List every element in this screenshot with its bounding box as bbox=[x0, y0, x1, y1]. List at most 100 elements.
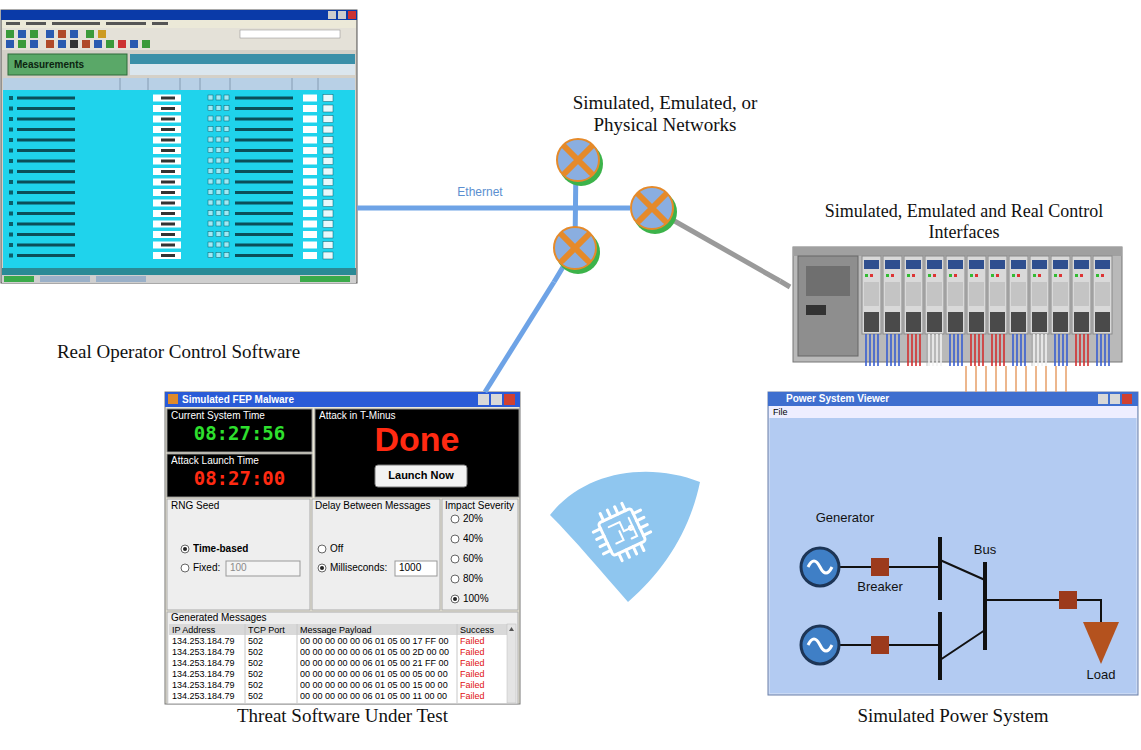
operator-screenshot bbox=[240, 30, 340, 38]
malware-window bbox=[181, 545, 189, 553]
launch-button: Launch Now bbox=[375, 465, 467, 487]
network-links bbox=[671, 219, 780, 281]
operator-screenshot bbox=[2, 28, 356, 50]
operator-screenshot bbox=[30, 30, 38, 38]
table-cell: Failed bbox=[460, 636, 505, 646]
operator-screenshot bbox=[9, 221, 333, 228]
radio-label: Time-based bbox=[193, 543, 303, 555]
operator-screenshot bbox=[120, 78, 318, 90]
table-header: IP Address bbox=[172, 625, 244, 635]
table-cell: 134.253.184.79 bbox=[172, 658, 244, 668]
malware-window bbox=[451, 515, 459, 523]
operator-screenshot bbox=[9, 116, 333, 123]
power-window bbox=[768, 392, 1138, 695]
table-cell: 134.253.184.79 bbox=[172, 636, 244, 646]
malware-window bbox=[451, 575, 459, 583]
clock-value: 08:27:56 bbox=[167, 423, 312, 445]
table-cell: 134.253.184.79 bbox=[172, 647, 244, 657]
panel-title: Attack Launch Time bbox=[171, 455, 309, 467]
power-window bbox=[1098, 394, 1108, 404]
text-field: 1000 bbox=[395, 561, 437, 576]
table-header: Message Payload bbox=[300, 625, 455, 635]
clock-value: 08:27:00 bbox=[167, 468, 312, 490]
caption: Threat Software Under Test bbox=[165, 705, 520, 727]
diagram-label: Generator bbox=[800, 511, 890, 526]
operator-screenshot bbox=[2, 268, 356, 275]
table-cell: 00 00 00 00 00 06 01 05 00 11 00 00 bbox=[300, 691, 455, 701]
plc-rack bbox=[1030, 256, 1049, 366]
operator-screenshot bbox=[106, 40, 114, 48]
malware-window bbox=[507, 624, 516, 703]
status-value: Done bbox=[315, 420, 519, 459]
group-title: Impact Severity bbox=[445, 500, 517, 512]
chip-icon bbox=[550, 472, 700, 602]
malware-window bbox=[165, 392, 520, 704]
power-window bbox=[940, 560, 985, 660]
power-window bbox=[1083, 622, 1119, 664]
radio-label: Off bbox=[330, 543, 390, 555]
malware-window bbox=[375, 465, 467, 487]
chip-icon bbox=[598, 508, 646, 556]
operator-screenshot bbox=[40, 276, 90, 282]
radio-label: 40% bbox=[463, 533, 515, 545]
operator-screenshot bbox=[6, 30, 14, 38]
operator-screenshot bbox=[130, 64, 355, 75]
operator-screenshot bbox=[106, 22, 146, 25]
malware-window bbox=[169, 624, 507, 635]
operator-screenshot bbox=[2, 275, 356, 283]
group-title: Generated Messages bbox=[171, 612, 371, 624]
group-title: RNG Seed bbox=[171, 500, 306, 512]
operator-screenshot bbox=[152, 22, 168, 25]
chip-icon bbox=[550, 472, 700, 602]
edge-label: Ethernet bbox=[440, 186, 520, 200]
malware-window bbox=[320, 566, 324, 570]
text-field: 100 bbox=[226, 561, 300, 576]
malware-window bbox=[491, 394, 502, 405]
plc-rack bbox=[793, 247, 1122, 366]
power-window bbox=[769, 406, 1137, 418]
field-value: 1000 bbox=[399, 562, 435, 574]
panel-title: Attack in T-Minus bbox=[319, 410, 509, 422]
radio-label: Milliseconds: bbox=[330, 562, 394, 574]
plc-rack bbox=[1093, 256, 1112, 366]
chip-icon bbox=[628, 525, 633, 530]
operator-screenshot bbox=[9, 168, 333, 175]
malware-window bbox=[169, 635, 507, 703]
field-value: 100 bbox=[230, 562, 296, 574]
operator-screenshot bbox=[46, 30, 54, 38]
router-icon bbox=[554, 139, 677, 274]
router-icon bbox=[557, 139, 603, 186]
operator-screenshot bbox=[98, 30, 106, 38]
plc-rack bbox=[798, 256, 858, 356]
plc-rack bbox=[1051, 256, 1070, 366]
operator-screenshot bbox=[9, 105, 333, 112]
operator-screenshot bbox=[1, 10, 357, 20]
operator-screenshot bbox=[82, 40, 90, 48]
table-cell: 502 bbox=[248, 691, 296, 701]
power-window: Simulated Power System Power System Viewe… bbox=[768, 392, 1138, 737]
connector bbox=[966, 366, 1066, 392]
group-box: Impact Severity20%40%60%80%100% bbox=[442, 499, 518, 610]
network-cluster: Simulated, Emulated, or Physical Network… bbox=[550, 92, 780, 282]
operator-screenshot bbox=[4, 276, 34, 282]
table-cell: 00 00 00 00 00 06 01 05 00 21 FF 00 bbox=[300, 658, 455, 668]
malware-window bbox=[167, 612, 518, 704]
operator-screenshot bbox=[328, 11, 336, 19]
malware-window bbox=[318, 545, 326, 553]
malware-window bbox=[315, 409, 519, 497]
connector bbox=[485, 282, 554, 392]
operator-screenshot bbox=[3, 78, 355, 90]
operator-screenshot bbox=[118, 40, 126, 48]
malware-window bbox=[451, 535, 459, 543]
plc-rack bbox=[806, 305, 826, 315]
operator-screenshot bbox=[130, 54, 355, 64]
malware-window bbox=[167, 454, 312, 497]
operator-screenshot bbox=[9, 95, 333, 102]
window-title: Power System Viewer bbox=[786, 393, 1036, 405]
router-icon bbox=[631, 187, 677, 234]
tab-label: Measurements bbox=[14, 59, 124, 71]
table-cell: 502 bbox=[248, 680, 296, 690]
operator-screenshot bbox=[348, 11, 356, 19]
caption: Simulated Power System bbox=[768, 705, 1138, 727]
